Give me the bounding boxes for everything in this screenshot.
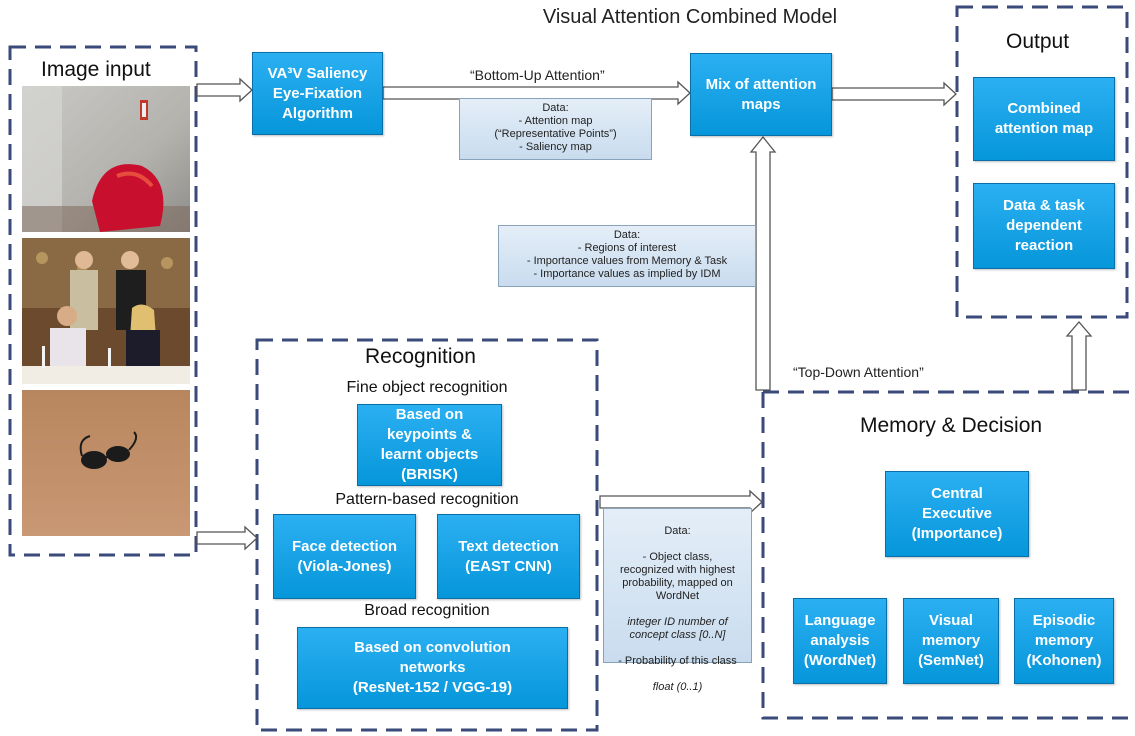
output-title: Output <box>1006 30 1070 53</box>
image-input-title: Image input <box>41 58 151 81</box>
recognition-frame <box>255 338 599 732</box>
combined-attention-map-box: Combined attention map <box>973 77 1115 161</box>
brisk-box: Based on keypoints & learnt objects (BRI… <box>357 404 502 486</box>
arrow-memory-to-mix <box>749 135 777 391</box>
saliency-algorithm-box: VA³V Saliency Eye-Fixation Algorithm <box>252 52 383 135</box>
convolution-networks-box: Based on convolution networks (ResNet-15… <box>297 627 568 709</box>
face-detection-box: Face detection (Viola-Jones) <box>273 514 416 599</box>
arrow-mix-to-output <box>831 81 957 107</box>
recognition-title: Recognition <box>365 345 476 368</box>
episodic-memory-box: Episodic memory (Kohonen) <box>1014 598 1114 684</box>
broad-recognition-title: Broad recognition <box>364 602 490 619</box>
recognition-data-note: Data: - Object class, recognized with hi… <box>603 508 752 693</box>
recognition-note-line5: float (0..1) <box>652 681 703 693</box>
bottom-up-data-note: Data: - Attention map (“Representative P… <box>459 98 652 160</box>
memory-frame <box>761 390 1135 720</box>
recognition-note-line4: - Probability of this class <box>618 655 737 667</box>
photo-sunglasses <box>22 390 190 536</box>
arrow-input-to-recognition <box>196 525 258 551</box>
memory-decision-title: Memory & Decision <box>860 414 1043 437</box>
pattern-recognition-title: Pattern-based recognition <box>335 491 519 508</box>
recognition-note-line2: - Object class, recognized with highest … <box>620 551 735 602</box>
top-down-label: “Top-Down Attention” <box>793 364 924 380</box>
recognition-note-line1: Data: <box>664 525 691 537</box>
output-frame <box>955 5 1129 319</box>
arrow-memory-to-output <box>1065 321 1093 391</box>
bottom-up-label: “Bottom-Up Attention” <box>470 67 605 83</box>
fine-recognition-title: Fine object recognition <box>346 379 508 396</box>
arrow-input-to-saliency <box>196 77 253 103</box>
visual-memory-box: Visual memory (SemNet) <box>903 598 999 684</box>
diagram-title: Visual Attention Combined Model <box>542 6 838 28</box>
language-analysis-box: Language analysis (WordNet) <box>793 598 887 684</box>
image-input-frame <box>8 45 198 557</box>
text-detection-box: Text detection (EAST CNN) <box>437 514 580 599</box>
photo-group-people <box>22 238 190 384</box>
task-dependent-reaction-box: Data & task dependent reaction <box>973 183 1115 269</box>
photo-room-wall <box>22 86 190 232</box>
central-executive-box: Central Executive (Importance) <box>885 471 1029 557</box>
top-down-data-note: Data: - Regions of interest - Importance… <box>498 225 756 287</box>
mix-attention-box: Mix of attention maps <box>690 53 832 136</box>
recognition-note-line3: integer ID number of concept class [0..N… <box>627 616 728 641</box>
